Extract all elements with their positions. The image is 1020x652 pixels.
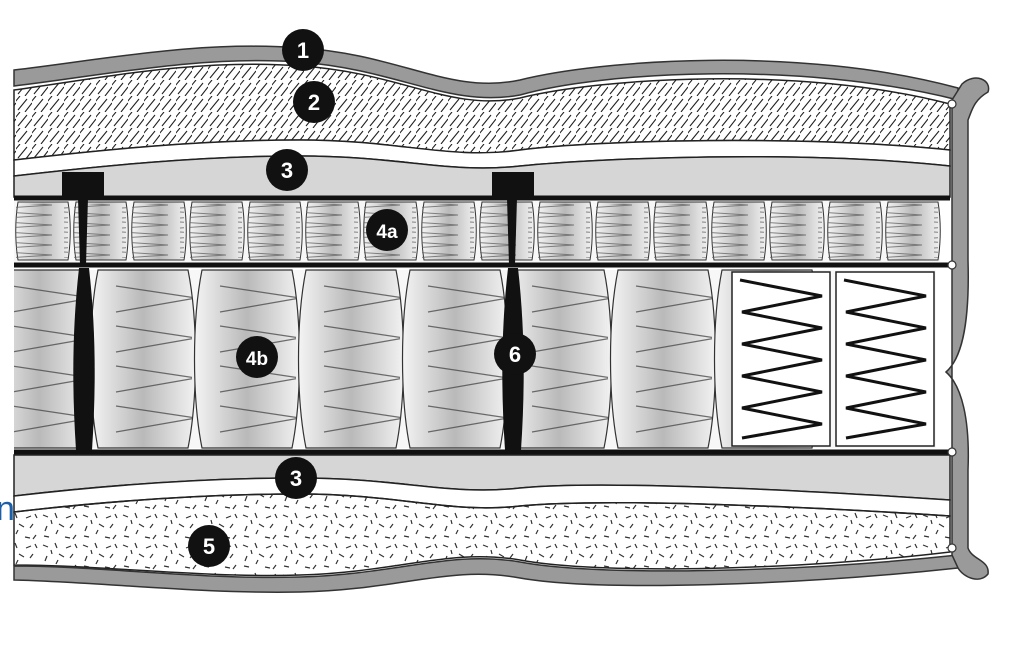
edge-text: n <box>0 490 15 528</box>
small-pocket-coil <box>537 201 593 261</box>
small-pocket-coil <box>131 201 187 261</box>
callout-6: 6 <box>494 333 536 375</box>
callout-1: 1 <box>282 29 324 71</box>
svg-text:5: 5 <box>203 534 215 559</box>
small-pocket-coil <box>653 201 709 261</box>
callout-2: 2 <box>293 81 335 123</box>
small-pocket-coil <box>479 201 535 261</box>
small-pocket-coil <box>305 201 361 261</box>
small-pocket-coil <box>189 201 245 261</box>
small-pocket-coil <box>769 201 825 261</box>
small-pocket-coil <box>711 201 767 261</box>
small-pocket-coil <box>421 201 477 261</box>
side-edge <box>944 77 990 580</box>
large-pocket-coil <box>609 269 717 449</box>
svg-text:4b: 4b <box>246 349 268 370</box>
svg-text:3: 3 <box>281 158 293 183</box>
open-coil-springs <box>731 271 935 447</box>
small-pocket-coil <box>885 201 941 261</box>
svg-text:1: 1 <box>297 38 309 63</box>
small-pocket-coil <box>15 201 71 261</box>
callout-4b: 4b <box>236 336 278 378</box>
svg-text:4a: 4a <box>376 222 398 243</box>
svg-text:3: 3 <box>290 466 302 491</box>
large-pocket-coil <box>505 269 613 449</box>
large-pocket-coil <box>297 269 405 449</box>
small-pocket-coil-row <box>14 200 941 262</box>
large-pocket-coil <box>14 269 93 449</box>
small-pocket-coil <box>247 201 303 261</box>
svg-text:6: 6 <box>509 342 521 367</box>
large-pocket-coil <box>401 269 509 449</box>
callout-5: 5 <box>188 525 230 567</box>
top-padding-layer <box>13 155 951 198</box>
callout-4a: 4a <box>366 209 408 251</box>
callout-3-top: 3 <box>266 149 308 191</box>
small-pocket-coil <box>827 201 883 261</box>
callout-3-bottom: 3 <box>275 457 317 499</box>
svg-text:2: 2 <box>308 90 320 115</box>
large-pocket-coil <box>89 269 197 449</box>
frame-lines <box>14 195 950 455</box>
small-pocket-coil <box>595 201 651 261</box>
